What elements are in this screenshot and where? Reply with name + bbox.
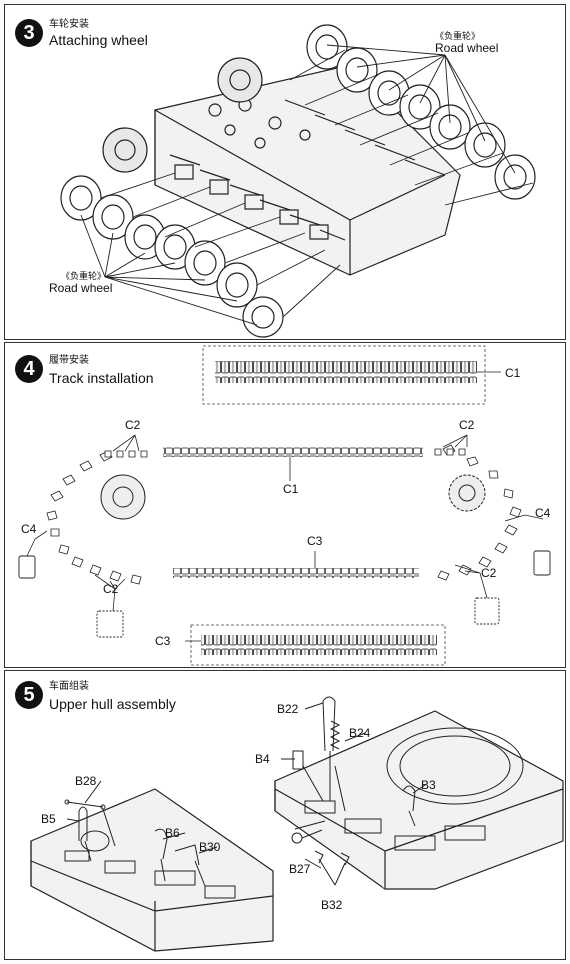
step-3-panel: 3 车轮安装 Attaching wheel 《负重轮》 Road wheel … (4, 4, 566, 340)
part-label-c2-top-right: C2 (459, 418, 475, 432)
step-title-en: Track installation (49, 370, 154, 386)
part-label-c3-bottom: C3 (155, 634, 171, 648)
step-number-badge: 5 (15, 681, 43, 709)
step-number-badge: 4 (15, 355, 43, 383)
road-wheel-label-en-top: Road wheel (435, 41, 499, 55)
road-wheel-label-cn-left: 《负重轮》 (61, 271, 107, 281)
part-label-c4-left: C4 (21, 522, 37, 536)
part-label-b28: B28 (75, 774, 97, 788)
part-label-c2-top-left: C2 (125, 418, 141, 432)
part-label-b24: B24 (349, 726, 371, 740)
step-5-illustration (30, 696, 564, 952)
step-title-cn: 车面组装 (49, 681, 89, 692)
step-title-cn: 履带安装 (49, 355, 89, 366)
part-label-c2-bottom-right: C2 (481, 566, 497, 580)
part-label-b3: B3 (421, 778, 436, 792)
part-label-c1-top: C1 (505, 366, 521, 380)
step-number-badge: 3 (15, 19, 43, 47)
part-label-c4-right: C4 (535, 506, 551, 520)
step-3-illustration (60, 24, 536, 338)
part-label-b22: B22 (277, 702, 299, 716)
part-label-b6: B6 (165, 826, 180, 840)
road-wheel-label-en-left: Road wheel (49, 281, 113, 295)
step-title-cn: 车轮安装 (49, 19, 89, 30)
part-label-c3-mid: C3 (307, 534, 323, 548)
part-label-b27: B27 (289, 862, 311, 876)
step-5-panel: 5 车面组装 Upper hull assembly B22 B24 B4 B3… (4, 670, 566, 960)
step-4-illustration (18, 345, 551, 666)
part-label-b32: B32 (321, 898, 343, 912)
part-label-b4: B4 (255, 752, 270, 766)
road-wheel-label-cn-top: 《负重轮》 (435, 31, 481, 41)
part-label-b30: B30 (199, 840, 221, 854)
step-4-panel: 4 履带安装 Track installation C1 C1 C2 C2 C4… (4, 342, 566, 668)
part-label-c1-mid: C1 (283, 482, 299, 496)
step-title-en: Upper hull assembly (49, 696, 176, 712)
part-label-b5: B5 (41, 812, 56, 826)
part-label-c2-bottom-left: C2 (103, 582, 119, 596)
step-title-en: Attaching wheel (49, 32, 148, 48)
